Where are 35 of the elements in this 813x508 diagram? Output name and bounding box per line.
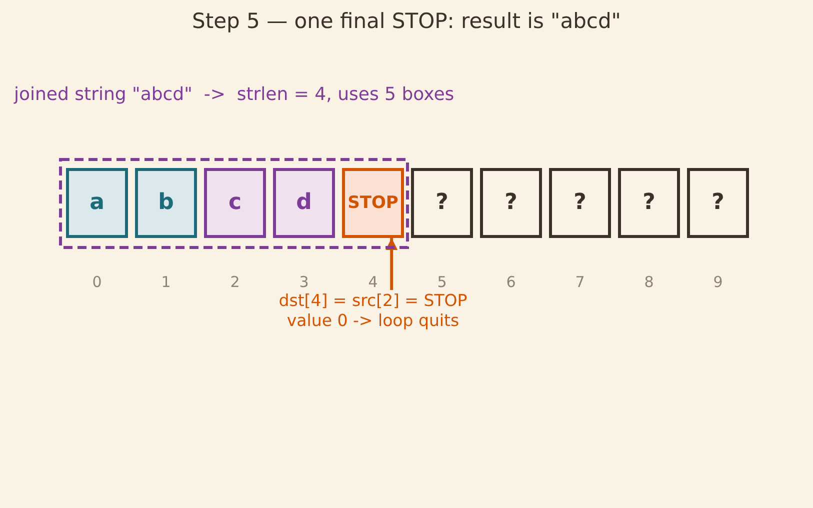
array-slot (618, 168, 680, 238)
slot-value: c (228, 190, 242, 216)
slot-value: a (90, 190, 104, 216)
annotation-text: dst[4] = src[2] = STOP value 0 -> loop quits (278, 291, 468, 331)
array-slot (687, 168, 749, 238)
slot-value: ? (436, 190, 448, 216)
slot-value: STOP (348, 194, 398, 212)
index-number: 0 (92, 273, 102, 291)
array-slot (135, 168, 197, 238)
array-slot (204, 168, 266, 238)
slot-value: ? (504, 190, 518, 216)
index-number: 5 (437, 273, 447, 291)
slot-value: ? (712, 190, 724, 216)
index-number: 4 (368, 273, 378, 291)
array-slot (342, 168, 404, 238)
index-number: 7 (575, 273, 585, 291)
summary-text: joined string "abcd" -> strlen = 4, uses 5 boxes (14, 84, 454, 105)
array-slot (66, 168, 128, 238)
slot-value: ? (642, 190, 656, 216)
dashed-group-outline (59, 158, 409, 249)
leader-arrow (386, 238, 398, 290)
array-slot (480, 168, 542, 238)
slot-value: d (296, 190, 312, 216)
index-number: 3 (299, 273, 309, 291)
array-slot (273, 168, 335, 238)
index-number: 8 (644, 273, 654, 291)
title: Step 5 — one final STOP: result is "abcd" (192, 9, 621, 33)
slot-value: b (158, 190, 174, 216)
index-number: 2 (230, 273, 240, 291)
array-slot (411, 168, 473, 238)
index-number: 1 (161, 273, 171, 291)
array-slot (549, 168, 611, 238)
slot-value: ? (574, 190, 586, 216)
index-number: 6 (506, 273, 516, 291)
index-number: 9 (713, 273, 723, 291)
